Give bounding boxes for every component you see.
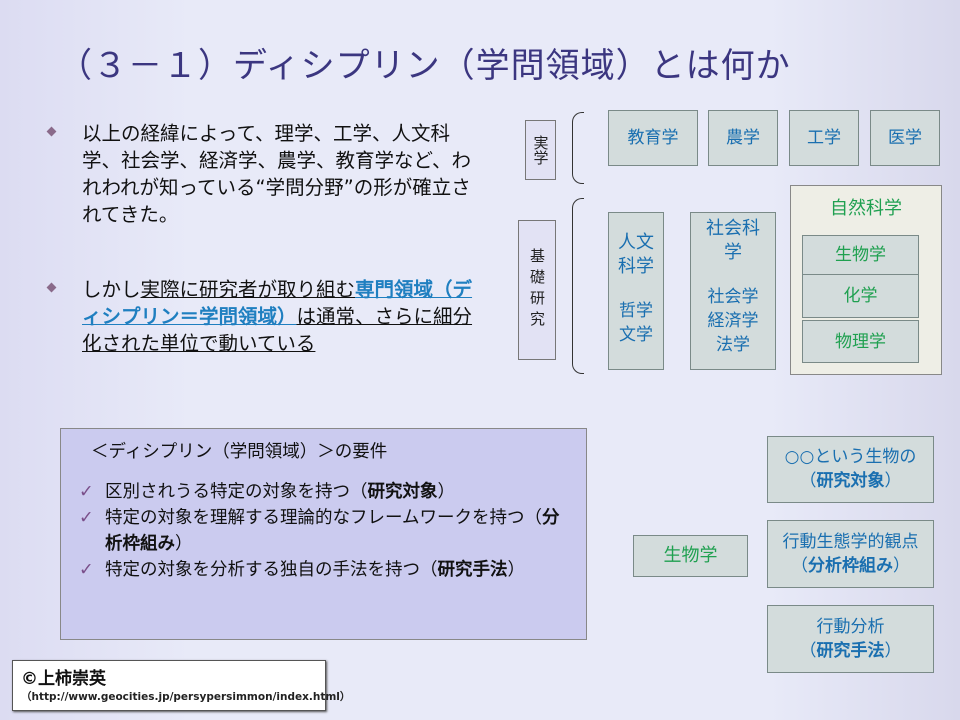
underlined-text: は通常、さらに細分化された単位で動いている	[82, 305, 473, 355]
humanities-title: 人文科学	[618, 232, 654, 277]
method-box: 行動分析 （研究手法）	[767, 605, 934, 673]
applied-box: 医学	[870, 110, 940, 166]
bullet-diamond-icon	[46, 126, 57, 137]
jitsugaku-label: 実学	[525, 120, 556, 180]
credit-box: ©上柿崇英 （http://www.geocities.jp/persypers…	[12, 660, 351, 711]
requirement-item: ✓特定の対象を理解する理論的なフレームワークを持つ（分析枠組み）	[75, 505, 572, 557]
brace	[572, 198, 584, 374]
checkmark-icon: ✓	[79, 482, 94, 502]
checkmark-icon: ✓	[79, 560, 94, 580]
author-url: （http://www.geocities.jp/persypersimmon/…	[21, 691, 351, 703]
requirements-heading: ＜ディシプリン（学問領域）＞の要件	[91, 442, 388, 462]
bullet-2: しかし実際に研究者が取り組む専門領域（ディシプリン＝学問領域）は通常、さらに細分…	[46, 276, 488, 357]
slide-title: （３－１）ディシプリン（学問領域）とは何か	[58, 46, 791, 86]
applied-box: 農学	[708, 110, 778, 166]
natural-item: 物理学	[802, 320, 919, 363]
requirement-item: ✓区別されうる特定の対象を持つ（研究対象）	[75, 479, 572, 505]
bullet-text: 以上の経緯によって、理学、工学、人文科学、社会学、経済学、農学、教育学など、われ…	[82, 122, 472, 226]
requirements-box: ＜ディシプリン（学問領域）＞の要件 ✓区別されうる特定の対象を持つ（研究対象） …	[60, 428, 587, 640]
underlined-text: 実際に研究者が取り組む	[140, 278, 356, 301]
discipline-link[interactable]: 専門領域（ディシプリン＝学問領域）	[82, 278, 473, 328]
social-box: 社会科学 社会学 経済学 法学	[690, 212, 776, 370]
social-items: 社会学 経済学 法学	[707, 287, 759, 355]
humanities-box: 人文科学 哲学 文学	[608, 212, 664, 370]
natural-item: 生物学	[802, 235, 919, 275]
social-title: 社会科学	[706, 218, 760, 263]
applied-box: 教育学	[608, 110, 698, 166]
kiso-label: 基礎研究	[518, 220, 556, 360]
bullet-1: 以上の経緯によって、理学、工学、人文科学、社会学、経済学、農学、教育学など、われ…	[46, 120, 488, 228]
object-box: ○○という生物の（研究対象）	[767, 436, 934, 503]
natural-item: 化学	[802, 274, 919, 318]
bullet-diamond-icon	[46, 282, 57, 293]
applied-box: 工学	[789, 110, 859, 166]
humanities-items: 哲学 文学	[619, 301, 653, 345]
checkmark-icon: ✓	[79, 508, 94, 528]
requirement-item: ✓特定の対象を分析する独自の手法を持つ（研究手法）	[75, 557, 572, 583]
brace	[572, 112, 584, 184]
biology-box: 生物学	[633, 535, 748, 577]
framework-box: 行動生態学的観点（分析枠組み）	[767, 520, 934, 588]
author-name: ©上柿崇英	[21, 669, 106, 689]
bullet-text: しかし	[82, 278, 141, 301]
natural-title: 自然科学	[830, 198, 902, 219]
